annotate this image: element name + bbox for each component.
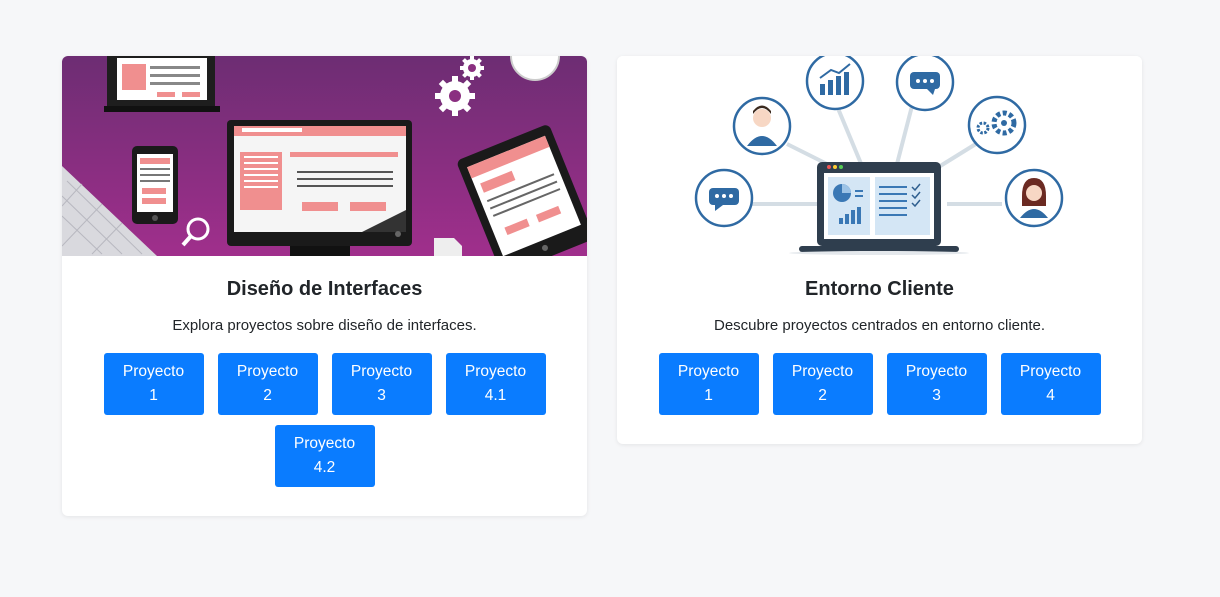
button-label: Proyecto xyxy=(350,363,413,380)
proyecto-1-button[interactable]: Proyecto 1 xyxy=(103,353,204,415)
button-number: 1 xyxy=(149,387,158,404)
button-label: Proyecto xyxy=(791,363,854,380)
button-number: 1 xyxy=(704,387,713,404)
project-button-group: Proyecto 1 Proyecto 2 Proyecto 3 Proyect… xyxy=(650,353,1110,415)
card-body: Entorno Cliente Descubre proyectos centr… xyxy=(617,256,1142,415)
proyecto-4-button[interactable]: Proyecto 4 xyxy=(1000,353,1101,415)
button-number: 2 xyxy=(818,387,827,404)
web-design-illustration xyxy=(62,56,587,256)
proyecto-3-button[interactable]: Proyecto 3 xyxy=(331,353,432,415)
button-label: Proyecto xyxy=(464,363,527,380)
button-label: Proyecto xyxy=(677,363,740,380)
project-card-interfaces: Diseño de Interfaces Explora proyectos s… xyxy=(62,56,587,516)
proyecto-3-button[interactable]: Proyecto 3 xyxy=(886,353,987,415)
button-number: 4.2 xyxy=(313,459,336,476)
project-card-entorno-cliente: Entorno Cliente Descubre proyectos centr… xyxy=(617,56,1142,444)
button-number: 3 xyxy=(932,387,941,404)
button-label: Proyecto xyxy=(236,363,299,380)
proyecto-1-button[interactable]: Proyecto 1 xyxy=(658,353,759,415)
client-network-illustration xyxy=(617,56,1142,256)
card-title: Entorno Cliente xyxy=(805,278,954,300)
button-label: Proyecto xyxy=(1019,363,1082,380)
button-label: Proyecto xyxy=(122,363,185,380)
proyecto-4-2-button[interactable]: Proyecto 4.2 xyxy=(274,425,375,487)
card-title: Diseño de Interfaces xyxy=(226,278,423,300)
proyecto-2-button[interactable]: Proyecto 2 xyxy=(772,353,873,415)
button-label: Proyecto xyxy=(293,435,356,452)
button-label: Proyecto xyxy=(905,363,968,380)
card-description: Descubre proyectos centrados en entorno … xyxy=(713,317,1046,334)
button-number: 4 xyxy=(1046,387,1055,404)
proyecto-4-1-button[interactable]: Proyecto 4.1 xyxy=(445,353,546,415)
button-number: 2 xyxy=(263,387,272,404)
button-number: 3 xyxy=(377,387,386,404)
project-button-group: Proyecto 1 Proyecto 2 Proyecto 3 Proyect… xyxy=(95,353,555,487)
button-number: 4.1 xyxy=(484,387,507,404)
card-body: Diseño de Interfaces Explora proyectos s… xyxy=(62,256,587,487)
card-description: Explora proyectos sobre diseño de interf… xyxy=(172,317,477,334)
proyecto-2-button[interactable]: Proyecto 2 xyxy=(217,353,318,415)
